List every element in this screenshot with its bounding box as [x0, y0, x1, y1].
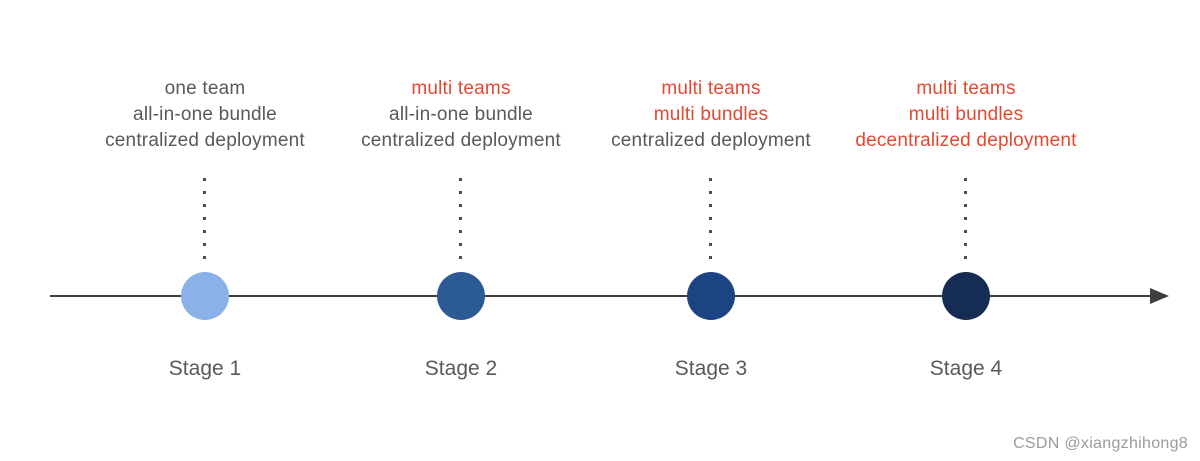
- stage-4-description: multi teams multi bundles decentralized …: [816, 76, 1116, 154]
- stage-4-line-2: multi bundles: [908, 104, 1024, 125]
- stage-2-line-3: centralized deployment: [361, 130, 561, 151]
- stage-1-line-3: centralized deployment: [105, 130, 305, 151]
- stage-1-dotted-connector: [203, 178, 206, 266]
- timeline-arrowhead-icon: [1150, 288, 1169, 304]
- stage-3-milestone-dot: [687, 272, 735, 320]
- stage-4-dotted-connector: [964, 178, 967, 266]
- stage-3-dotted-connector: [709, 178, 712, 266]
- stage-2-line-1: multi teams: [411, 78, 511, 99]
- stage-1-description: one team all-in-one bundle centralized d…: [55, 76, 355, 154]
- stage-2-label: Stage 2: [424, 357, 498, 380]
- stage-1-line-1: one team: [164, 78, 246, 99]
- stage-4-label: Stage 4: [929, 357, 1003, 380]
- watermark: CSDN @xiangzhihong8: [1013, 435, 1188, 452]
- stage-2-line-2: all-in-one bundle: [389, 104, 533, 125]
- stage-4-line-1: multi teams: [916, 78, 1016, 99]
- stage-3-label: Stage 3: [674, 357, 748, 380]
- stage-3-description: multi teams multi bundles centralized de…: [561, 76, 861, 154]
- stage-3-line-3: centralized deployment: [611, 130, 811, 151]
- stage-4-line-3: decentralized deployment: [855, 130, 1077, 151]
- stage-1-milestone-dot: [181, 272, 229, 320]
- stage-1-label: Stage 1: [168, 357, 242, 380]
- stage-3-line-2: multi bundles: [653, 104, 769, 125]
- timeline-axis-line: [50, 295, 1153, 297]
- stage-2-description: multi teams all-in-one bundle centralize…: [311, 76, 611, 154]
- stage-4-milestone-dot: [942, 272, 990, 320]
- stage-1-line-2: all-in-one bundle: [133, 104, 277, 125]
- stage-3-line-1: multi teams: [661, 78, 761, 99]
- stage-2-milestone-dot: [437, 272, 485, 320]
- stage-2-dotted-connector: [459, 178, 462, 266]
